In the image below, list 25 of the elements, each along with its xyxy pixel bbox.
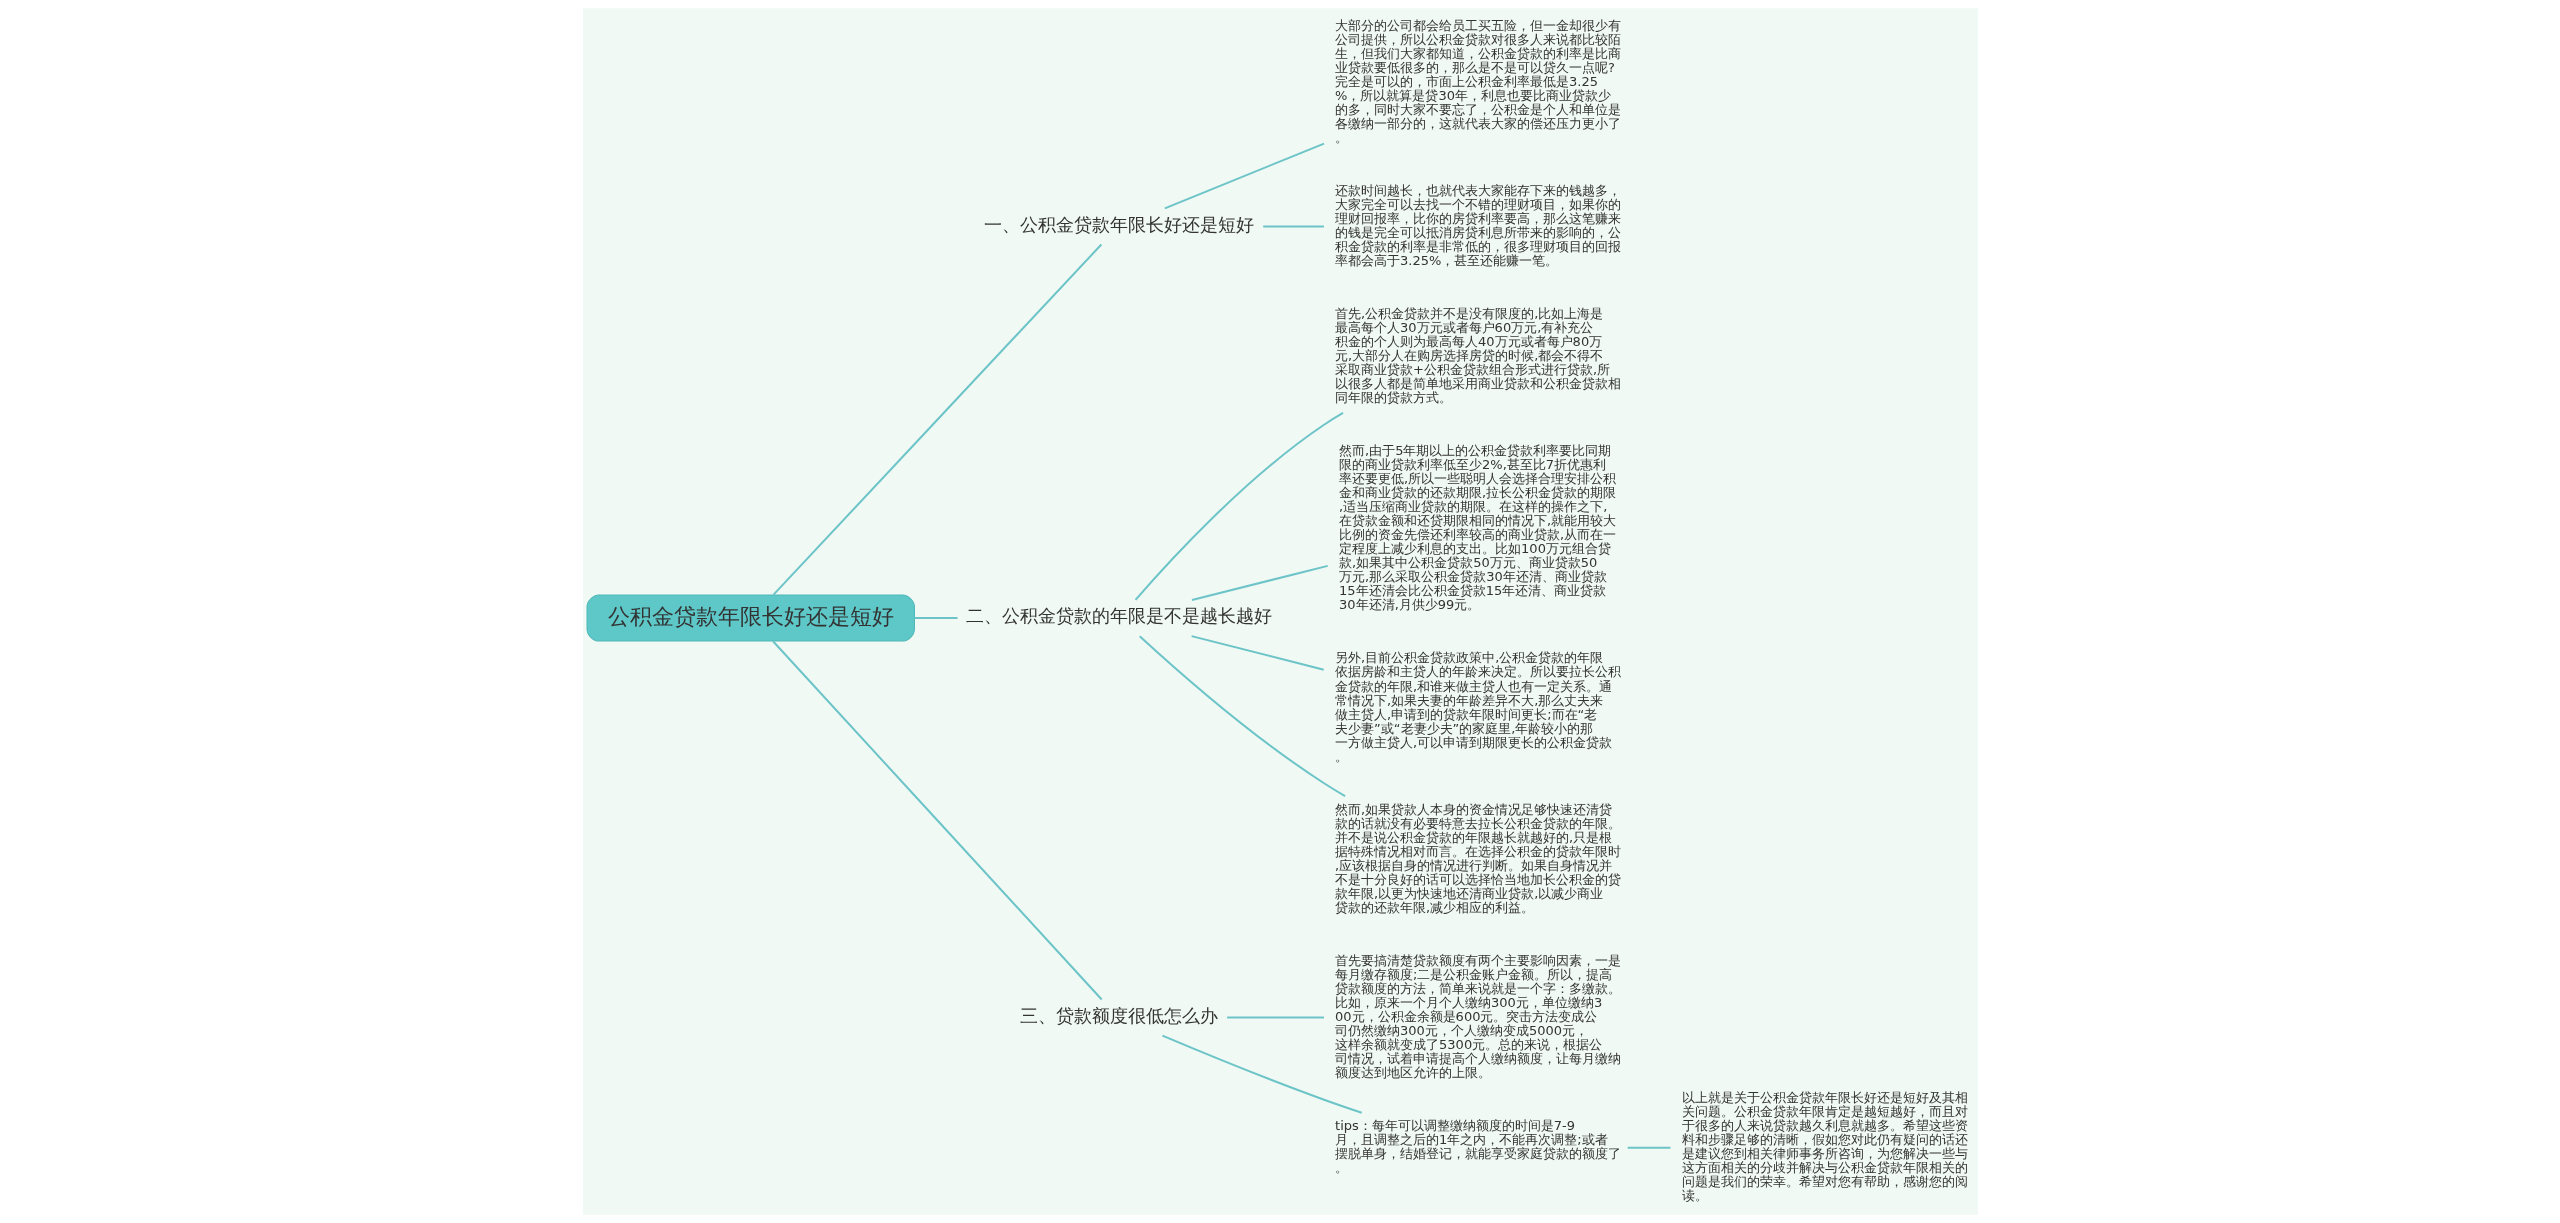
node-text: 首先,公积金贷款并不是没有限度的,比如上海是最高每个人30万元或者每户60万元,有补充公积金的个人则为最高每人40万元或者每户80万元,大部分人在购房选择房贷的时候,都会不得不采取商业贷款+公积金贷款组合形式进行贷款,所以很多人都是简单地采用商业贷款和公积金贷款相同年限的贷款方式。 (1334, 305, 1621, 406)
node-text: 首先要搞清楚贷款额度有两个主要影响因素，一是每月缴存额度;二是公积金账户金额。所以，提高贷款额度的方法，简单来说就是一个字：多缴款。比如，原来一个月个人缴纳300元，单位缴纳300元，公积金余额是600元。突击方法变成公司仍然缴纳300元，个人缴纳变成5000元，这样余额就变成了5300元。总的来说，根据公司情况，试着申请提高个人缴纳额度，让每月缴纳额度达到地区允许的上限。 (1334, 952, 1621, 1081)
connector (1163, 142, 1325, 210)
node-text: 还款时间越长，也就代表大家能存下来的钱越多，大家完全可以去找一个不错的理财项目，如果你的理财回报率，比你的房贷利率要高，那么这笔赚来的钱是完全可以抵消房贷利息所带来的影响的，公积金贷款的利率是非常低的，很多理财项目的回报率都会高于3.25%，甚至还能赚一笔。 (1334, 182, 1621, 268)
node-text: 另外,目前公积金贷款政策中,公积金贷款的年限依据房龄和主贷人的年龄来决定。所以要拉长公积金贷款的年限,和谁来做主贷人也有一定关系。通常情况下,如果夫妻的年龄差异不大,那么丈夫来做主贷人,申请到的贷款年限时间更长;而在“老夫少妻”或“老妻少夫”的家庭里,年龄较小的那一方做主贷人,可以申请到期限更长的公积金贷款。 (1334, 650, 1621, 764)
connector (1134, 411, 1344, 601)
node-text: 二、公积金贷款的年限是不是越长越好 (965, 605, 1272, 627)
node-text: 一、公积金贷款年限长好还是短好 (983, 213, 1254, 235)
connector (1261, 225, 1325, 228)
node-text: 三、贷款额度很低怎么办 (1019, 1004, 1218, 1026)
node-text: 然而,如果贷款人本身的资金情况足够快速还清贷款的话就没有必要特意去拉长公积金贷款的年限。并不是说公积金贷款的年限越长就越好的,只是根据特殊情况相对而言。在选择公积金的贷款年限时,应该根据自身的情况进行判断。如果自身情况并不是十分良好的话可以选择恰当地加长公积金的贷款年限,以更为快速地还清商业贷款,以减少商业贷款的还款年限,减少相应的利益。 (1334, 801, 1621, 915)
node-text: 然而,由于5年期以上的公积金贷款利率要比同期限的商业贷款利率低至少2%,甚至比7折优惠利率还要更低,所以一些聪明人会选择合理安排公积金和商业贷款的还款期限,拉长公积金贷款的期限,适当压缩商业贷款的期限。在这样的操作之下,在贷款金额和还贷期限相同的情况下,就能用较大比例的资金先偿还利率较高的商业贷款,从而在一定程度上减少利息的支出。比如100万元组合贷款,如果其中公积金贷款50万元、商业贷款50万元,那么采取公积金贷款30年还清、商业贷款15年还清会比公积金贷款15年还清、商业贷款30年还清,月供少99元。 (1338, 443, 1616, 613)
connector (1190, 564, 1329, 601)
connector (1138, 635, 1346, 798)
connector (1190, 635, 1325, 671)
node-text: 以上就是关于公积金贷款年限长好还是短好及其相关问题。公积金贷款年限肯定是越短越好，而且对于很多的人来说贷款越久利息就越多。希望这些资料和步骤足够的清晰，假如您对此仍有疑问的话还是建议您到相关律师事务所咨询，为您解决一些与这方面相关的分歧并解决与公积金贷款年限相关的问题是我们的荣幸。希望对您有帮助，感谢您的阅读。 (1681, 1090, 1968, 1204)
node-text: 大部分的公司都会给员工买五险，但一金却很少有公司提供，所以公积金贷款对很多人来说都比较陌生，但我们大家都知道，公积金贷款的利率是比商业贷款要低很多的，那么是不是可以贷久一点呢?完全是可以的，市面上公积金利率最低是3.25%，所以就算是贷30年，利息也要比商业贷款少的多，同时大家不要忘了，公积金是个人和单位是各缴纳一部分的，这就代表大家的偿还压力更小了。 (1334, 17, 1621, 145)
connector (913, 617, 958, 619)
connector (771, 640, 1103, 1001)
connector (1225, 1016, 1325, 1019)
connector (1626, 1146, 1671, 1149)
node-text: tips：每年可以调整缴纳额度的时间是7-9月，且调整之后的1年之内，不能再次调整;或者摆脱单身，结婚登记，就能享受家庭贷款的额度了。 (1334, 1118, 1621, 1176)
node-box: 公积金贷款年限长好还是短好 (586, 594, 915, 642)
connector (1160, 1034, 1363, 1114)
connector (772, 243, 1102, 596)
